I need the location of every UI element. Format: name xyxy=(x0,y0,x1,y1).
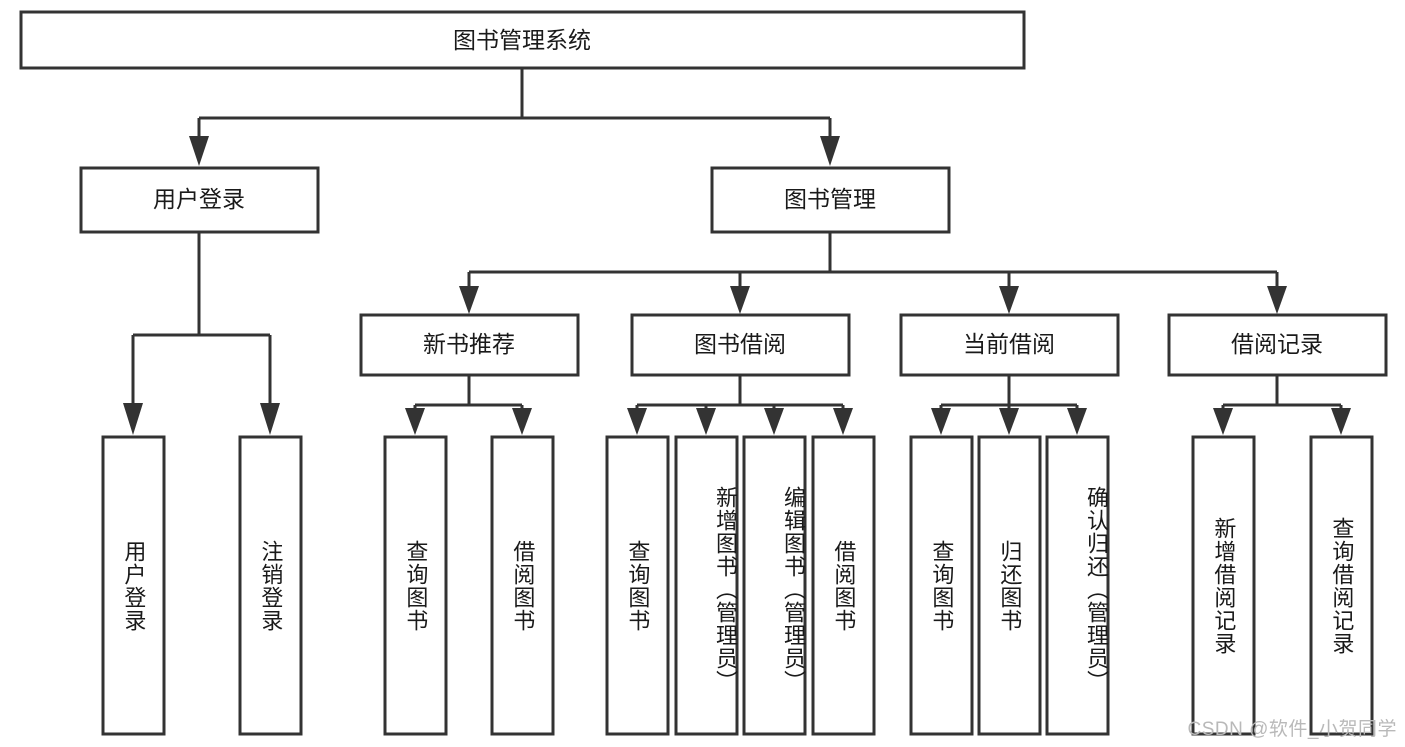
arrow-root-to-user-login xyxy=(189,136,209,166)
arrow-bm-current-borrow xyxy=(999,286,1019,314)
edge-group-book-borrow xyxy=(627,375,853,435)
arrow-bb-leaf-3 xyxy=(764,408,784,435)
arrow-bb-leaf-2 xyxy=(696,408,716,435)
node-borrow-record[interactable]: 借阅记录 xyxy=(1167,313,1388,377)
edge-group-borrow-record xyxy=(1213,375,1351,435)
node-root-label: 图书管理系统 xyxy=(453,27,591,53)
arrow-cb-leaf-1 xyxy=(931,408,951,435)
node-new-book-rec[interactable]: 新书推荐 xyxy=(359,313,580,377)
node-leaf-borrow-book-2-box[interactable] xyxy=(811,435,876,736)
arrow-br-leaf-2 xyxy=(1331,408,1351,435)
node-leaf-confirm-return-box[interactable] xyxy=(1045,435,1110,736)
node-user-login-label: 用户登录 xyxy=(153,186,245,212)
node-root-box[interactable] xyxy=(19,10,1026,70)
edge-group-current-borrow xyxy=(931,375,1087,435)
node-book-manage-label: 图书管理 xyxy=(784,186,876,212)
node-current-borrow-label: 当前借阅 xyxy=(963,331,1055,357)
edge-group-new-book-rec xyxy=(405,375,532,435)
node-book-manage-box[interactable] xyxy=(710,166,951,234)
node-book-manage[interactable]: 图书管理 xyxy=(710,166,951,234)
node-user-login-box[interactable] xyxy=(79,166,320,234)
node-new-book-rec-box[interactable] xyxy=(359,313,580,377)
node-user-login[interactable]: 用户登录 xyxy=(79,166,320,234)
node-book-borrow-box[interactable] xyxy=(630,313,851,377)
csdn-watermark: CSDN @软件_小贺同学 xyxy=(1187,719,1397,740)
node-leaf-borrow-book-1-box[interactable] xyxy=(490,435,555,736)
arrow-user-login-leaf-1 xyxy=(123,403,143,435)
node-leaf-user-login-box[interactable] xyxy=(101,435,166,736)
node-leaf-edit-book-box[interactable] xyxy=(742,435,807,736)
node-leaf-query-record-box[interactable] xyxy=(1309,435,1374,736)
arrow-user-login-leaf-2 xyxy=(260,403,280,435)
node-leaf-add-record-box[interactable] xyxy=(1191,435,1256,736)
node-leaf-query-book-1-box[interactable] xyxy=(383,435,448,736)
node-root[interactable]: 图书管理系统 xyxy=(19,10,1026,70)
edge-group-book-manage xyxy=(459,232,1287,314)
node-leaf-query-book-2-box[interactable] xyxy=(605,435,670,736)
arrow-bm-borrow-record xyxy=(1267,286,1287,314)
node-borrow-record-box[interactable] xyxy=(1167,313,1388,377)
node-borrow-record-label: 借阅记录 xyxy=(1231,331,1323,357)
arrow-bm-book-borrow xyxy=(730,286,750,314)
node-new-book-rec-label: 新书推荐 xyxy=(423,331,515,357)
arrow-cb-leaf-2 xyxy=(999,408,1019,435)
node-current-borrow[interactable]: 当前借阅 xyxy=(899,313,1120,377)
edge-group-root xyxy=(189,68,840,166)
arrow-nbr-leaf-2 xyxy=(512,408,532,435)
node-leaf-query-book-3-box[interactable] xyxy=(909,435,974,736)
arrow-root-to-book-manage xyxy=(820,136,840,166)
arrow-bb-leaf-4 xyxy=(833,408,853,435)
arrow-bb-leaf-1 xyxy=(627,408,647,435)
node-book-borrow-label: 图书借阅 xyxy=(694,331,786,357)
node-leaf-logout-box[interactable] xyxy=(238,435,303,736)
arrow-cb-leaf-3 xyxy=(1067,408,1087,435)
arrow-bm-new-book-rec xyxy=(459,286,479,314)
node-leaf-add-book-box[interactable] xyxy=(674,435,739,736)
edge-group-user-login xyxy=(123,232,280,435)
node-book-borrow[interactable]: 图书借阅 xyxy=(630,313,851,377)
node-leaf-return-book-box[interactable] xyxy=(977,435,1042,736)
arrow-nbr-leaf-1 xyxy=(405,408,425,435)
node-current-borrow-box[interactable] xyxy=(899,313,1120,377)
arrow-br-leaf-1 xyxy=(1213,408,1233,435)
